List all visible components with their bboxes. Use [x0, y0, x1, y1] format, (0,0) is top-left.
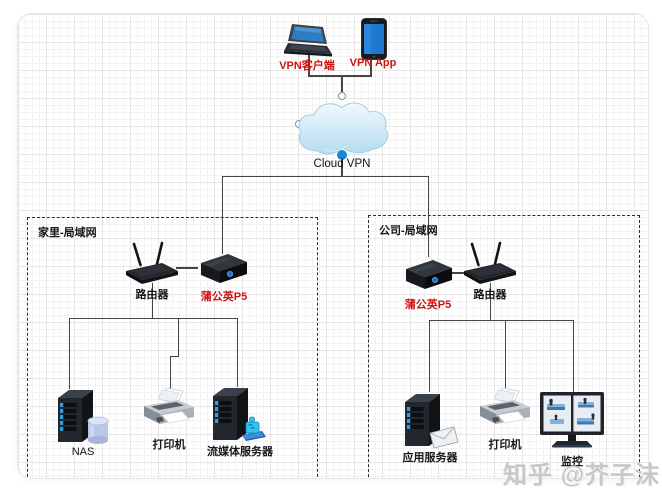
office-p5-label: 蒲公英P5: [404, 299, 452, 311]
connection-point: [337, 91, 346, 100]
p5-box-icon: [402, 255, 456, 295]
connector-line: [69, 317, 237, 319]
office-router-label: 路由器: [473, 289, 507, 301]
connector-line: [68, 317, 70, 389]
connector-line: [452, 272, 466, 274]
connector-line: [177, 317, 179, 356]
cloud-icon: [293, 99, 390, 157]
connector-line: [176, 267, 198, 269]
home-lan-zone: [27, 217, 318, 478]
office-lan-title: 公司-局域网: [379, 225, 438, 237]
nas-label: NAS: [71, 446, 95, 458]
connector-line: [341, 75, 343, 92]
cloud-label: Cloud VPN: [313, 158, 371, 170]
p5-box-icon: [197, 249, 251, 289]
home-router-label: 路由器: [135, 289, 169, 301]
connector-line: [308, 75, 372, 77]
printer-icon: [478, 387, 532, 434]
office-printer-label: 打印机: [488, 439, 522, 451]
connector-line: [341, 160, 343, 176]
connector-line: [221, 175, 223, 254]
laptop-icon: [284, 24, 332, 60]
connector-line: [151, 283, 153, 318]
connector-line: [221, 175, 428, 177]
phone-label: VPN App: [349, 57, 397, 69]
connector-line: [504, 319, 506, 388]
home-printer-label: 打印机: [152, 439, 186, 451]
office-lan-zone: [368, 215, 640, 478]
laptop-label: VPN客户端: [279, 60, 335, 72]
connector-line: [308, 50, 310, 76]
connector-line: [429, 319, 574, 321]
connector-line: [370, 60, 372, 76]
connector-line: [169, 355, 179, 357]
printer-icon: [142, 387, 196, 434]
watermark-text: 知乎 @芥子沫: [502, 462, 660, 489]
connector-line: [572, 319, 574, 392]
smartphone-icon: [361, 18, 387, 60]
app-server-label: 应用服务器: [402, 452, 458, 464]
home-p5-label: 蒲公英P5: [200, 291, 248, 303]
cloud-anchor-dot: [337, 150, 347, 160]
media-server-label: 流媒体服务器: [207, 446, 273, 458]
connector-line: [427, 175, 429, 257]
connector-line: [489, 283, 491, 320]
connector-line: [428, 319, 430, 392]
connector-line: [236, 317, 238, 387]
media-server-icon: [210, 386, 266, 444]
home-lan-title: 家里-局域网: [38, 227, 97, 239]
app-server-icon: [402, 392, 459, 452]
router-icon: [124, 240, 180, 286]
monitor-icon: [538, 392, 606, 450]
connector-line: [169, 355, 171, 389]
monitor-label: 监控: [561, 456, 583, 468]
router-icon: [462, 240, 518, 286]
grid-canvas: VPN客户端 VPN App: [18, 14, 648, 478]
nas-icon: [55, 388, 109, 446]
